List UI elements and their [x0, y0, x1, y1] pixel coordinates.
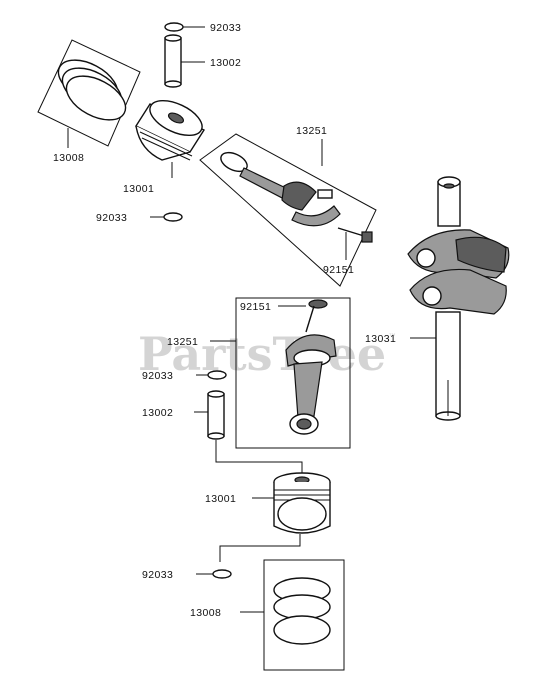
label-conrod-bolt-top[interactable]: 92151: [323, 264, 354, 276]
watermark: PartsTree ™: [138, 327, 397, 381]
label-piston-top[interactable]: 13001: [123, 183, 154, 195]
ring-clip-mid[interactable]: [150, 212, 183, 222]
label-ring-clip-bottom[interactable]: 92033: [142, 569, 173, 581]
label-crankshaft[interactable]: 13031: [365, 333, 396, 345]
label-ring-clip-top[interactable]: 92033: [210, 22, 241, 34]
watermark-trademark: ™: [388, 333, 397, 343]
conrod-bolt-top[interactable]: [337, 227, 373, 260]
label-ring-clip-lower[interactable]: 92033: [142, 370, 173, 382]
piston-pin-bottom[interactable]: [194, 390, 303, 474]
ring-set-bottom[interactable]: [240, 559, 345, 671]
label-piston-pin-bottom[interactable]: 13002: [142, 407, 173, 419]
label-conrod-assy-bottom[interactable]: 13251: [167, 336, 198, 348]
label-conrod-assy-top[interactable]: 13251: [296, 125, 327, 137]
watermark-text: PartsTree: [138, 327, 386, 381]
ring-clip-top[interactable]: [164, 22, 205, 32]
conrod-assy-top[interactable]: [199, 133, 377, 287]
label-piston-bottom[interactable]: 13001: [205, 493, 236, 505]
label-ring-set-bottom[interactable]: 13008: [190, 607, 221, 619]
piston-pin-top[interactable]: [164, 34, 205, 88]
conrod-assy-bottom[interactable]: [210, 334, 337, 435]
ring-clip-bottom[interactable]: [196, 569, 232, 579]
label-ring-clip-mid[interactable]: 92033: [96, 212, 127, 224]
conrod-assy-box: [235, 297, 351, 449]
crankshaft[interactable]: [407, 176, 510, 421]
label-conrod-bolt-bottom[interactable]: 92151: [240, 301, 271, 313]
ring-set-top[interactable]: [37, 39, 141, 148]
piston-top[interactable]: [134, 93, 207, 178]
ring-clip-lower[interactable]: [196, 370, 227, 380]
label-ring-set-top[interactable]: 13008: [53, 152, 84, 164]
label-piston-pin-top[interactable]: 13002: [210, 57, 241, 69]
piston-bottom[interactable]: [219, 472, 331, 562]
conrod-bolt-bottom[interactable]: [278, 299, 328, 333]
